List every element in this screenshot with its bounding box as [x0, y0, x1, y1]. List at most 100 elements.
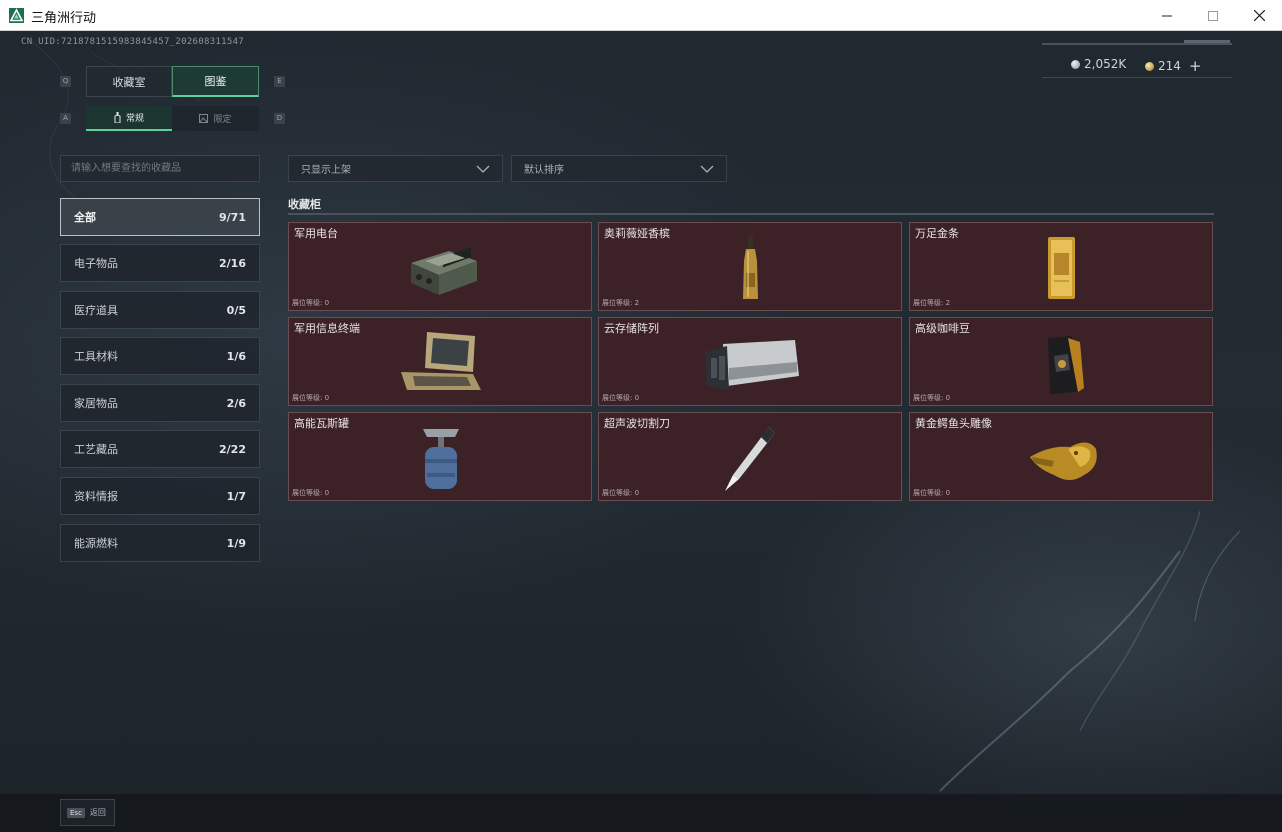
category-crafts[interactable]: 工艺藏品 2/22 — [60, 430, 260, 468]
item-level: 展位等级: 0 — [292, 299, 330, 307]
category-label: 医疗道具 — [74, 304, 118, 317]
header-divider-accent — [1184, 40, 1230, 43]
section-divider — [288, 213, 1214, 215]
category-label: 工艺藏品 — [74, 443, 118, 456]
item-name: 军用信息终端 — [294, 322, 360, 335]
item-card[interactable]: 军用电台 展位等级: 0 — [288, 222, 592, 311]
sort-dropdown[interactable]: 默认排序 — [511, 155, 727, 182]
subtab-label: 常规 — [125, 114, 144, 124]
item-level: 展位等级: 2 — [913, 299, 951, 307]
bottom-bar — [0, 794, 1282, 832]
category-count: 1/9 — [226, 536, 246, 550]
key-hint-a: A — [60, 113, 71, 124]
category-medical[interactable]: 医疗道具 0/5 — [60, 291, 260, 329]
item-name: 超声波切割刀 — [604, 417, 670, 430]
item-card[interactable]: 高级咖啡豆 展位等级: 0 — [909, 317, 1213, 406]
user-uid: CN UID:7218781515983845457_202608311547 — [21, 37, 245, 47]
terminal-icon — [401, 332, 481, 390]
item-level: 展位等级: 0 — [292, 394, 330, 402]
category-label: 全部 — [74, 211, 96, 224]
item-name: 高能瓦斯罐 — [294, 417, 349, 430]
window-title: 三角洲行动 — [31, 11, 97, 26]
currency-gold: 214 + — [1145, 57, 1201, 75]
tab-codex[interactable]: 图鉴 — [172, 66, 259, 97]
category-label: 电子物品 — [74, 257, 118, 270]
category-count: 1/6 — [226, 349, 246, 363]
subtab-limited[interactable]: 限定 — [172, 106, 259, 131]
bottle-icon — [114, 112, 121, 123]
category-electronics[interactable]: 电子物品 2/16 — [60, 244, 260, 282]
subtab-regular[interactable]: 常规 — [86, 106, 172, 131]
item-card[interactable]: 万足金条 展位等级: 2 — [909, 222, 1213, 311]
chevron-down-icon — [700, 165, 714, 173]
game-viewport: CN UID:7218781515983845457_202608311547 … — [0, 31, 1282, 832]
shelf-filter-dropdown[interactable]: 只显示上架 — [288, 155, 503, 182]
item-card[interactable]: 奥莉薇娅香槟 展位等级: 2 — [598, 222, 902, 311]
category-count: 2/16 — [219, 256, 246, 270]
back-button[interactable]: Esc 返回 — [60, 799, 115, 826]
window-titlebar: 三角洲行动 — [0, 0, 1282, 31]
picture-icon — [199, 114, 209, 123]
storage-array-icon — [705, 340, 799, 390]
item-card[interactable]: 超声波切割刀 展位等级: 0 — [598, 412, 902, 501]
category-count: 2/22 — [219, 442, 246, 456]
item-name: 军用电台 — [294, 227, 338, 240]
esc-key-hint: Esc — [67, 807, 85, 818]
category-label: 家居物品 — [74, 397, 118, 410]
currency-silver-value: 2,052K — [1084, 57, 1127, 71]
close-button[interactable] — [1236, 0, 1282, 31]
key-hint-d: D — [274, 113, 285, 124]
maximize-icon — [1208, 10, 1218, 21]
category-label: 能源燃料 — [74, 537, 118, 550]
gold-bar-icon — [1048, 237, 1075, 299]
croc-statue-icon — [1030, 442, 1097, 480]
minimize-icon — [1162, 15, 1172, 16]
tab-label: 图鉴 — [204, 75, 227, 88]
minimize-button[interactable] — [1144, 0, 1190, 31]
item-card[interactable]: 高能瓦斯罐 展位等级: 0 — [288, 412, 592, 501]
category-label: 资料情报 — [74, 490, 118, 503]
category-count: 1/7 — [226, 489, 246, 503]
tab-collection-room[interactable]: 收藏室 — [86, 66, 172, 97]
add-currency-button[interactable]: + — [1188, 57, 1202, 75]
champagne-icon — [743, 235, 758, 299]
cutter-icon — [725, 427, 775, 491]
currency-gold-value: 214 — [1158, 59, 1181, 73]
maximize-button[interactable] — [1190, 0, 1236, 31]
item-level: 展位等级: 0 — [913, 394, 951, 402]
item-level: 展位等级: 0 — [292, 489, 330, 497]
gold-coin-icon — [1145, 61, 1154, 71]
sort-value: 默认排序 — [524, 165, 564, 176]
category-all[interactable]: 全部 9/71 — [60, 198, 260, 236]
item-name: 奥莉薇娅香槟 — [604, 227, 670, 240]
search-input[interactable] — [60, 155, 260, 182]
subtab-label: 限定 — [213, 115, 232, 125]
close-icon — [1253, 10, 1265, 21]
item-level: 展位等级: 2 — [602, 299, 640, 307]
item-name: 高级咖啡豆 — [915, 322, 970, 335]
gas-tank-icon — [423, 429, 459, 489]
app-logo-icon — [9, 8, 24, 23]
header-divider — [1042, 43, 1232, 45]
currency-divider — [1042, 77, 1232, 78]
category-fuel[interactable]: 能源燃料 1/9 — [60, 524, 260, 562]
tab-label: 收藏室 — [112, 75, 146, 89]
radio-icon — [411, 247, 477, 295]
item-level: 展位等级: 0 — [913, 489, 951, 497]
section-title: 收藏柜 — [288, 198, 321, 211]
item-card[interactable]: 云存储阵列 展位等级: 0 — [598, 317, 902, 406]
currency-silver: 2,052K — [1071, 57, 1126, 71]
category-tools[interactable]: 工具材料 1/6 — [60, 337, 260, 375]
coffee-bag-icon — [1048, 336, 1084, 394]
chevron-down-icon — [476, 165, 490, 173]
category-household[interactable]: 家居物品 2/6 — [60, 384, 260, 422]
item-level: 展位等级: 0 — [602, 394, 640, 402]
item-name: 万足金条 — [915, 227, 959, 240]
item-name: 黄金鳄鱼头雕像 — [915, 417, 992, 430]
item-card[interactable]: 黄金鳄鱼头雕像 展位等级: 0 — [909, 412, 1213, 501]
key-hint-e: E — [274, 76, 285, 87]
category-intel[interactable]: 资料情报 1/7 — [60, 477, 260, 515]
item-card[interactable]: 军用信息终端 展位等级: 0 — [288, 317, 592, 406]
silver-coin-icon — [1071, 59, 1080, 69]
category-count: 2/6 — [226, 396, 246, 410]
